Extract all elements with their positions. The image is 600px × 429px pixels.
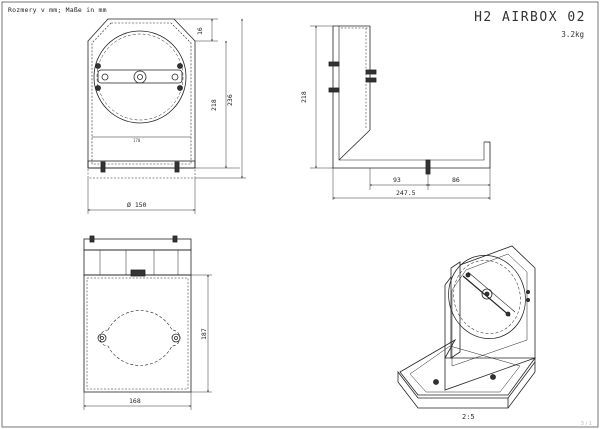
iso-back-plate-inner (451, 253, 528, 367)
dim-plan-168: 168 (129, 397, 141, 405)
plan-hole-right-center (174, 336, 178, 340)
dim-side-218: 218 (300, 91, 308, 103)
dim-side-93: 93 (393, 176, 401, 184)
iso-tray-side-edge (507, 361, 536, 399)
side-inner-outline (338, 26, 485, 161)
iso-center-hub (481, 288, 493, 300)
iso-center-bore (484, 291, 490, 297)
front-dimensions (87, 18, 246, 214)
side-bolt-right-2 (365, 77, 377, 83)
front-center-hub (133, 70, 147, 84)
dim-front-218: 218 (210, 99, 218, 111)
iso-bolt-1 (465, 272, 471, 278)
iso-foot-bolt-2 (490, 374, 496, 380)
dim-side-247: 247.5 (396, 189, 416, 197)
front-bolt-2 (177, 63, 183, 69)
iso-tray-top (399, 338, 536, 396)
side-gusset (338, 129, 371, 161)
scale-label: 2:5 (462, 413, 475, 421)
plan-hole-left (97, 333, 107, 343)
dim-front-150: Ø 150 (127, 201, 147, 209)
side-bolt-right-1 (365, 69, 377, 75)
front-bolt-4 (177, 85, 183, 91)
plan-view (83, 235, 192, 393)
side-bolt-upper (328, 61, 340, 67)
side-foot (425, 159, 431, 175)
dim-front-16: 16 (196, 27, 204, 35)
front-view (87, 18, 196, 179)
front-tray-edge (87, 167, 196, 179)
corner-mark: 3 / 1 (580, 421, 592, 427)
iso-foot-bolt (433, 379, 439, 385)
iso-view (397, 245, 536, 409)
front-bolt-1 (95, 63, 101, 69)
side-dimensions (310, 25, 491, 200)
side-bolt-lower (328, 87, 340, 93)
iso-side-edge (450, 261, 461, 359)
drawing-title: H2 AIRBOX 02 (474, 10, 586, 25)
iso-tray-inner (409, 345, 521, 393)
front-mount-bracket (97, 69, 183, 84)
iso-bolt-2 (505, 311, 511, 317)
units-note: Rozmery v mm; Maße in mm (8, 6, 107, 14)
front-bolt-3 (95, 85, 101, 91)
side-view (328, 25, 491, 175)
front-inner-outline (91, 22, 192, 165)
front-fan-circle (93, 30, 187, 124)
plan-tray-inner (86, 277, 189, 390)
plan-hole-right (171, 333, 181, 343)
front-fan-inner-circle (96, 33, 184, 121)
weight-label: 3.2kg (561, 30, 584, 39)
iso-bolt-4 (526, 297, 531, 302)
plan-tray (83, 274, 192, 393)
front-slot-right (171, 73, 179, 81)
dim-front-236: 236 (226, 94, 234, 106)
plan-bolt-left (89, 235, 95, 243)
side-outline (332, 26, 491, 169)
iso-tray-side-bottom (507, 371, 536, 409)
plan-center-clip (130, 269, 146, 277)
iso-bolt-3 (526, 289, 531, 294)
dim-side-86: 86 (452, 176, 460, 184)
front-center-bore (137, 74, 143, 80)
plan-fan-cutout (99, 310, 181, 366)
plan-hole-left-center (100, 336, 104, 340)
iso-fan-circle (448, 254, 526, 340)
front-foot-left (100, 161, 106, 173)
dim-plan-187: 187 (200, 328, 208, 340)
front-slot-left (101, 73, 109, 81)
plan-dimensions (83, 274, 212, 410)
front-outline (87, 18, 196, 169)
plan-bolt-right (172, 235, 178, 243)
iso-fan-inner (453, 260, 521, 334)
front-foot-right (174, 161, 180, 173)
dim-front-small: 170 (133, 138, 141, 143)
